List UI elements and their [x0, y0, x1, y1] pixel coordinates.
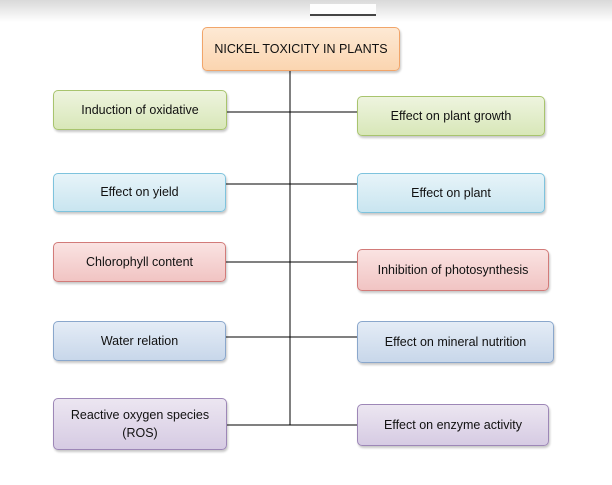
- left-box-water: Water relation: [53, 321, 226, 361]
- left-box-yield: Effect on yield: [53, 173, 226, 212]
- right-box-label: Effect on mineral nutrition: [384, 334, 527, 349]
- right-box-label: Effect on enzyme activity: [383, 417, 523, 432]
- left-box-label: Effect on yield: [100, 185, 179, 200]
- right-box-label: Effect on plant: [411, 185, 491, 200]
- title-text: NICKEL TOXICITY IN PLANTS: [214, 41, 388, 56]
- left-box-oxidative: Induction of oxidative: [53, 90, 227, 130]
- right-box-mineral: Effect on mineral nutrition: [357, 321, 554, 363]
- right-box-plant-growth: Effect on plant growth: [357, 96, 545, 136]
- left-box-label: Chlorophyll content: [85, 254, 193, 269]
- left-box-ros: Reactive oxygen species (ROS): [53, 398, 227, 450]
- right-box-plant: Effect on plant: [357, 173, 545, 213]
- right-box-label: Inhibition of photosynthesis: [377, 262, 529, 277]
- left-box-chlorophyll: Chlorophyll content: [53, 242, 226, 282]
- page-top-shadow: [0, 0, 612, 22]
- right-box-enzyme: Effect on enzyme activity: [357, 404, 549, 446]
- title-box: NICKEL TOXICITY IN PLANTS: [202, 27, 400, 71]
- right-box-photosynthesis: Inhibition of photosynthesis: [357, 249, 549, 291]
- left-box-label: Induction of oxidative: [81, 102, 199, 117]
- left-box-label: Reactive oxygen species (ROS): [70, 407, 210, 440]
- left-box-label: Water relation: [100, 333, 179, 348]
- right-box-label: Effect on plant growth: [390, 108, 512, 123]
- page-top-tab: [310, 4, 376, 16]
